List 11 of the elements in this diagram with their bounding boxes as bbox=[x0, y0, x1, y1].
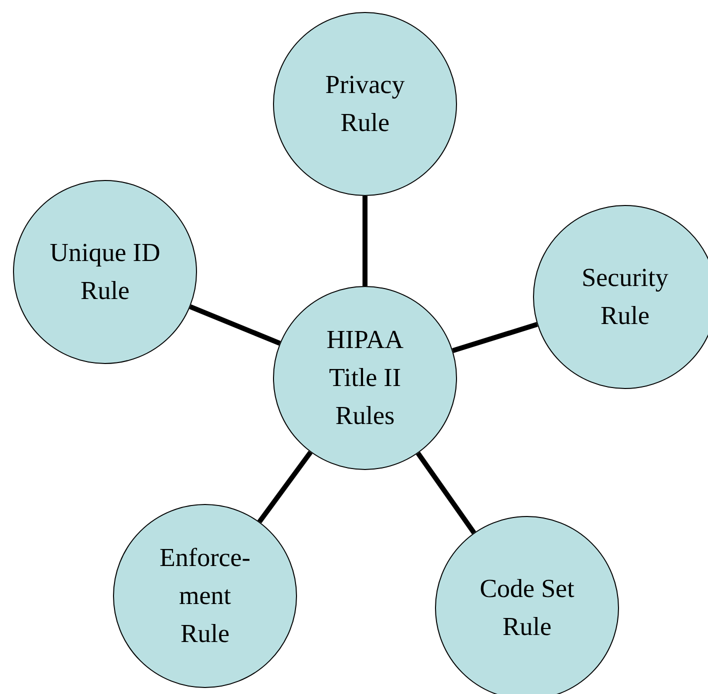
rule-label: Privacy Rule bbox=[324, 69, 406, 139]
rule-label: Security Rule bbox=[580, 262, 670, 332]
connector-line bbox=[257, 450, 313, 524]
rule-label: Code Set Rule bbox=[478, 573, 576, 643]
connector-line bbox=[189, 304, 281, 346]
connector-line bbox=[452, 322, 538, 354]
connector-line bbox=[416, 452, 476, 534]
rule-label: Enforce-ment Rule bbox=[158, 542, 252, 650]
connector-line bbox=[362, 196, 368, 286]
rule-label: HIPAA Title II Rules bbox=[325, 324, 405, 432]
rule-label: Unique ID Rule bbox=[48, 237, 162, 307]
